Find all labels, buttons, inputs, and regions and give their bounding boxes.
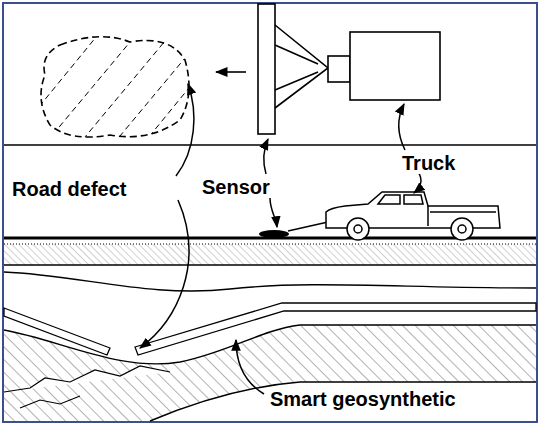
direction-arrow xyxy=(216,71,246,73)
tow-line xyxy=(288,222,328,231)
callout-label: Smart geosynthetic xyxy=(268,388,458,410)
leader-line xyxy=(140,84,421,394)
road-sensor xyxy=(259,230,289,238)
pickup-truck xyxy=(326,192,500,240)
smart-geosynthetic-strip xyxy=(4,303,536,355)
sensor-top-view xyxy=(258,4,328,134)
frame xyxy=(3,3,537,422)
top-view-ground-line xyxy=(4,144,536,146)
callout-label: Road defect xyxy=(10,178,128,200)
truck-top-view xyxy=(328,32,440,100)
callout-label: Truck xyxy=(400,152,457,174)
callout-label: Sensor xyxy=(200,176,272,198)
pavement-section xyxy=(4,238,536,421)
